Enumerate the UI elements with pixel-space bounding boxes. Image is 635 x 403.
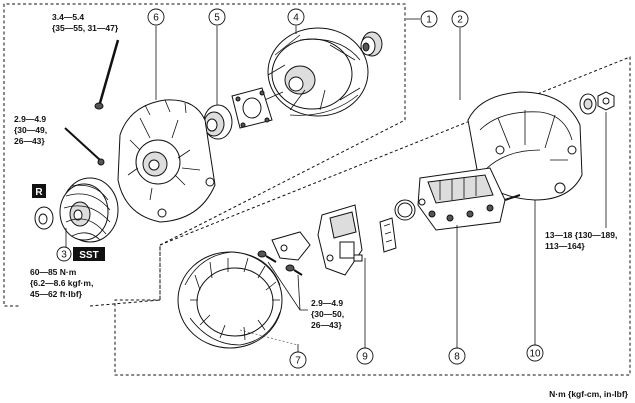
front-housing-rotor [259,27,369,117]
pulley [59,177,119,243]
svg-text:{6.2—8.6 kgf·m,: {6.2—8.6 kgf·m, [30,278,93,288]
stator [177,251,283,349]
pulley-nut [34,206,54,230]
svg-text:{30—50,: {30—50, [311,309,344,319]
svg-text:2.9—4.9: 2.9—4.9 [311,298,343,308]
torque-spec-bolt-6: 3.4—5.4 {35—55, 31—47} [52,12,119,33]
rear-bracket [467,91,583,201]
units-note: N·m {kgf-cm, in-lbf} [549,389,629,399]
bracket-screw [64,127,105,166]
through-bolt [94,39,120,110]
svg-text:26—43}: 26—43} [14,136,45,146]
torque-spec-terminal-screw: 2.9—4.9 {30—50, 26—43} [311,298,344,330]
leader-7 [239,329,299,346]
svg-text:3.4—5.4: 3.4—5.4 [52,12,84,22]
leader-terminal-spec-2 [297,274,301,311]
callout-6: 6 [147,8,165,26]
sst-tag-label: SST [79,250,98,261]
bearing-rear [360,31,383,57]
svg-text:2: 2 [457,15,463,26]
svg-text:7: 7 [295,356,301,367]
svg-text:113—164}: 113—164} [545,241,585,251]
callout-3: 3 [56,246,72,262]
svg-text:6: 6 [153,13,159,24]
svg-text:60—85 N·m: 60—85 N·m [30,267,77,277]
r-tag: R [32,184,46,198]
svg-text:3: 3 [61,250,67,261]
torque-spec-nut-10: 13—18 {130—189, 113—164} [545,230,617,251]
brush-holder [379,217,397,253]
svg-text:4: 4 [293,13,299,24]
svg-text:45—62 ft·lbf}: 45—62 ft·lbf} [30,289,83,299]
terminal-insulator [579,93,597,115]
svg-text:{35—55, 31—47}: {35—55, 31—47} [52,23,119,33]
group-1-outline [3,3,406,307]
callout-9: 9 [356,347,374,365]
torque-spec-pulley-nut: 60—85 N·m {6.2—8.6 kgf·m, 45—62 ft·lbf} [30,267,93,299]
sst-tag: SST [73,247,105,261]
terminal-plate [271,231,311,261]
snap-ring [394,199,416,221]
retainer-plate [231,87,273,129]
svg-text:2.9—4.9: 2.9—4.9 [14,114,46,124]
svg-text:10: 10 [529,349,541,360]
rectifier [417,167,521,231]
svg-text:26—43}: 26—43} [311,320,342,330]
callout-8: 8 [448,347,466,365]
callout-4: 4 [287,8,305,26]
svg-text:{30—49,: {30—49, [14,125,47,135]
r-tag-label: R [35,187,43,198]
front-bracket [117,99,216,223]
svg-text:5: 5 [214,13,220,24]
torque-spec-screw-6: 2.9—4.9 {30—49, 26—43} [14,114,47,146]
terminal-screw-a [257,250,277,263]
group-2-outline [114,56,631,376]
callout-1: 1 [420,10,438,28]
svg-text:1: 1 [426,15,432,26]
group-1-outline-lower [89,245,161,307]
callout-7: 7 [289,351,307,369]
callout-5: 5 [208,8,226,26]
callout-2: 2 [451,10,469,28]
bearing-front [203,104,233,140]
svg-text:9: 9 [362,352,368,363]
svg-text:13—18 {130—189,: 13—18 {130—189, [545,230,617,240]
terminal-screw-b [285,264,303,276]
terminal-nut [597,91,615,111]
callout-10: 10 [526,344,544,362]
svg-text:8: 8 [454,352,460,363]
voltage-regulator [317,204,363,276]
